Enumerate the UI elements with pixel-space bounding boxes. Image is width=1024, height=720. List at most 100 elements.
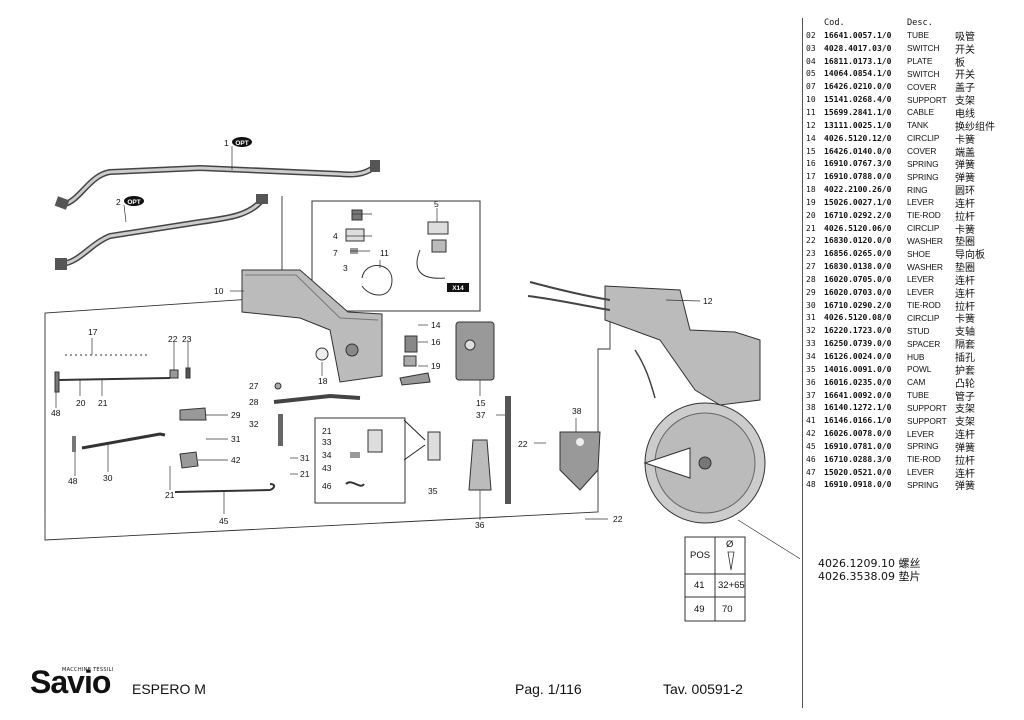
part-description: TIE-ROD	[907, 300, 941, 311]
label-2: 2	[116, 197, 121, 207]
part-description-cn: 插孔	[955, 353, 975, 365]
label-22: 22	[168, 334, 178, 344]
part-description-cn: 盖子	[955, 83, 975, 95]
part-description: CIRCLIP	[907, 223, 940, 234]
ring-18	[315, 347, 329, 361]
part-code: 4026.5120.08/0	[824, 313, 892, 323]
part-position: 27	[806, 262, 816, 272]
page-number: Pag. 1/116	[515, 681, 582, 697]
part-code: 16220.1723.0/0	[824, 326, 892, 336]
opt-badge-text: OPT	[235, 140, 248, 147]
part-position: 38	[806, 403, 816, 413]
part-position: 47	[806, 467, 816, 477]
part-position: 36	[806, 377, 816, 387]
part-code: 4026.5120.06/0	[824, 223, 892, 233]
part-code: 16140.1272.1/0	[824, 403, 892, 413]
part-position: 16	[806, 159, 816, 169]
part-position: 48	[806, 480, 816, 490]
opt-badge-text: OPT	[127, 199, 140, 206]
part-description: TUBE	[907, 390, 929, 401]
part-code: 16426.0140.0/0	[824, 146, 892, 156]
part-code: 16830.0138.0/0	[824, 262, 892, 272]
part-description-cn: 拉杆	[955, 455, 975, 467]
part-position: 30	[806, 300, 816, 310]
part-description: SPRING	[907, 479, 939, 490]
part-description: POWL	[907, 364, 932, 375]
part-position: 37	[806, 390, 816, 400]
part-code: 16710.0292.2/0	[824, 210, 892, 220]
part-code: 16020.0703.0/0	[824, 287, 892, 297]
screw-ref-1: 4026.1209.10 螺丝	[818, 557, 921, 570]
part-description: CABLE	[907, 107, 934, 118]
part-description-cn: 卡簧	[955, 314, 975, 326]
page-divider	[802, 18, 803, 708]
part-description-cn: 连杆	[955, 430, 975, 442]
part-code: 4026.5120.12/0	[824, 133, 892, 143]
label-11: 11	[380, 248, 389, 258]
label-21: 21	[322, 426, 332, 436]
part-position: 05	[806, 69, 816, 79]
diameter-row-49: 70	[722, 604, 733, 615]
label-45: 45	[219, 516, 229, 526]
label-29: 29	[231, 410, 241, 420]
part-description-cn: 支架	[955, 404, 975, 416]
label-21: 21	[300, 469, 310, 479]
code-column-header: Cod.	[824, 17, 845, 28]
part-position: 12	[806, 120, 816, 130]
part-code: 14016.0091.0/0	[824, 364, 892, 374]
part-code: 16641.0092.0/0	[824, 390, 892, 400]
part-position: 20	[806, 210, 816, 220]
stud-32	[278, 414, 283, 446]
part-position: 45	[806, 441, 816, 451]
diameter-header: Ø	[726, 539, 734, 550]
part-description-cn: 连杆	[955, 198, 975, 210]
part-position: 14	[806, 133, 816, 143]
part-description-cn: 弹簧	[955, 442, 975, 454]
part-description-cn: 导向板	[955, 250, 985, 262]
part-description: WASHER	[907, 235, 943, 246]
lever-28	[273, 393, 361, 404]
part-description-cn: 隔套	[955, 340, 975, 352]
part-code: 16426.0210.0/0	[824, 82, 892, 92]
part-description: HUB	[907, 351, 925, 362]
label-1: 1	[224, 138, 229, 148]
part-description-cn: 吸管	[955, 31, 975, 43]
part-description: LEVER	[907, 274, 934, 285]
part-description-cn: 弹簧	[955, 160, 975, 172]
label-34: 34	[322, 450, 332, 460]
description-column-header: Desc.	[907, 17, 933, 28]
part-description-cn: 端盖	[955, 147, 975, 159]
part-position: 33	[806, 339, 816, 349]
part-code: 16910.0767.3/0	[824, 159, 892, 169]
part-code: 16710.0288.3/0	[824, 454, 892, 464]
lever-19	[399, 372, 431, 386]
tube-37	[505, 396, 511, 504]
part-description: SPACER	[907, 338, 941, 349]
part-code: 16710.0290.2/0	[824, 300, 892, 310]
part-position: 07	[806, 82, 816, 92]
part-code: 14064.0854.1/0	[824, 69, 892, 79]
label-18: 18	[318, 376, 328, 386]
label-22: 22	[613, 514, 623, 524]
part-description: SUPPORT	[907, 402, 947, 413]
part-position: 03	[806, 43, 816, 53]
part-description: COVER	[907, 81, 937, 92]
label-16: 16	[431, 337, 441, 347]
part-description-cn: 板	[955, 57, 965, 69]
parts-row: 07 16426.0210.0/0 COVER 盖子	[806, 80, 1022, 95]
part-code: 16250.0739.0/0	[824, 339, 892, 349]
